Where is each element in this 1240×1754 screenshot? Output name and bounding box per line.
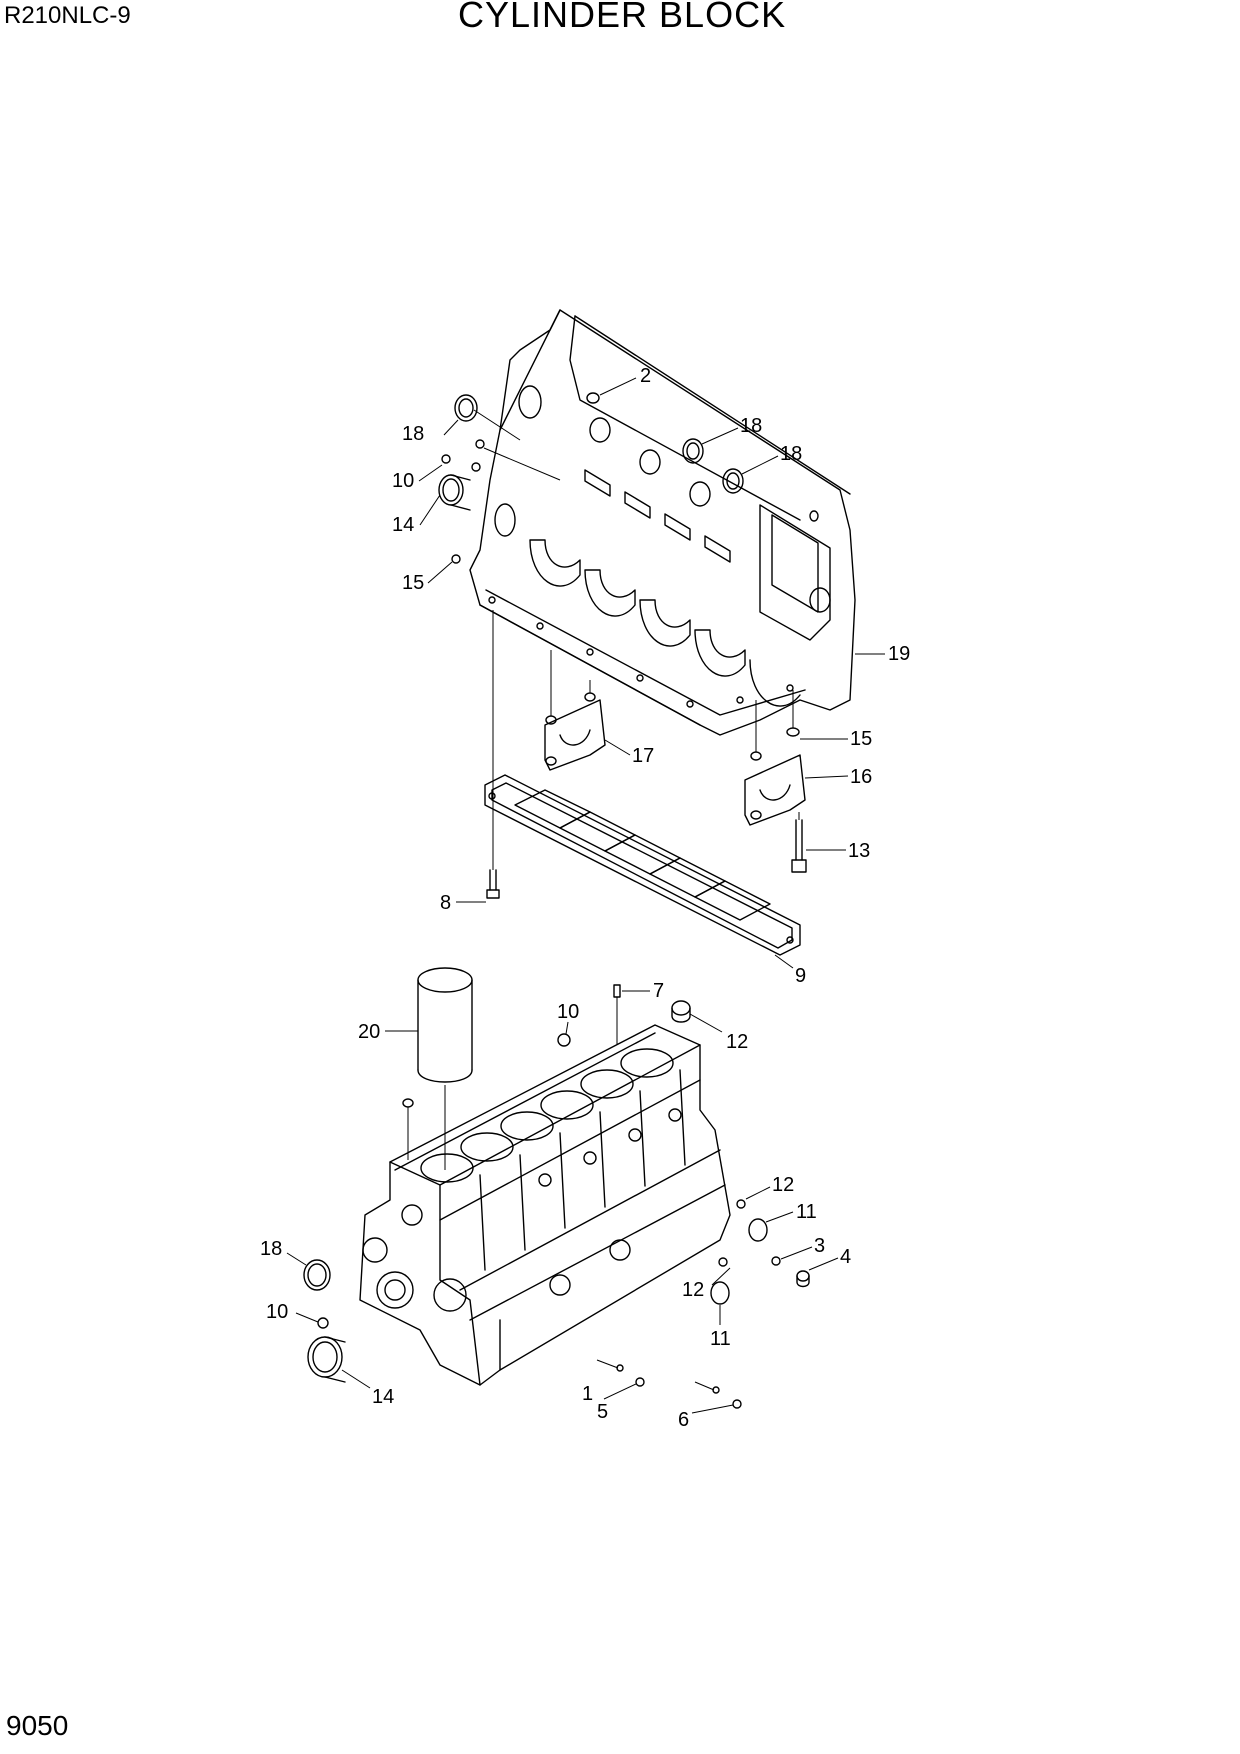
gasket-9 <box>484 774 801 956</box>
bolt-8 <box>486 610 500 899</box>
plug-10-mid <box>557 1033 571 1047</box>
o-ring-3 <box>771 1256 781 1266</box>
crankcase-frame <box>469 309 856 736</box>
callout-11: 11 <box>710 1328 731 1350</box>
callout-12: 12 <box>726 1031 748 1053</box>
callout-15: 15 <box>850 728 872 750</box>
callout-labels: 2 18 18 18 10 14 15 19 17 15 16 13 8 9 2… <box>260 365 910 1431</box>
callout-15: 15 <box>402 572 424 594</box>
plug-6 <box>732 1399 742 1409</box>
bolt-13 <box>791 812 807 873</box>
oil-seal-14-lower <box>307 1336 346 1383</box>
o-ring-18-mid <box>682 438 704 464</box>
callout-2: 2 <box>640 365 651 387</box>
callout-5: 5 <box>597 1401 608 1423</box>
callout-19: 19 <box>888 643 910 665</box>
plug-4 <box>796 1270 810 1288</box>
callout-18: 18 <box>740 415 762 437</box>
callout-14: 14 <box>372 1386 394 1408</box>
bearing-cap-17 <box>544 650 606 771</box>
callout-7: 7 <box>653 980 664 1002</box>
plug-15-top <box>451 554 461 564</box>
callout-17: 17 <box>632 745 654 767</box>
bearing-cap-16 <box>744 690 806 826</box>
plug-12-top <box>671 1000 691 1023</box>
callout-4: 4 <box>840 1246 851 1268</box>
leader-lines <box>286 377 885 1414</box>
callout-13: 13 <box>848 840 870 862</box>
plug-12-right <box>736 1199 746 1209</box>
callout-18: 18 <box>402 423 424 445</box>
page-number: 9050 <box>6 1710 69 1741</box>
plug-11-lower <box>710 1281 730 1305</box>
callout-12: 12 <box>772 1174 794 1196</box>
callout-10: 10 <box>392 470 414 492</box>
callout-6: 6 <box>678 1409 689 1431</box>
callout-10: 10 <box>557 1001 579 1023</box>
cylinder-liner-20 <box>417 967 473 1170</box>
callout-18: 18 <box>260 1238 282 1260</box>
cylinder-block <box>359 1024 731 1386</box>
dowel-pin <box>402 1098 414 1108</box>
callout-14: 14 <box>392 514 414 536</box>
callout-20: 20 <box>358 1021 380 1043</box>
callout-12: 12 <box>682 1279 704 1301</box>
o-ring-18-right <box>722 468 744 494</box>
callout-3: 3 <box>814 1235 825 1257</box>
callout-9: 9 <box>795 965 806 987</box>
plug-2 <box>586 392 600 404</box>
callout-8: 8 <box>440 892 451 914</box>
model-code: R210NLC-9 <box>4 2 131 29</box>
plug-5 <box>635 1377 645 1387</box>
plug-10-lower <box>317 1317 329 1329</box>
plug-12-lower <box>718 1257 728 1267</box>
plug-10-top <box>441 454 451 464</box>
pin-7 <box>613 984 621 1045</box>
callout-18: 18 <box>780 443 802 465</box>
o-ring-18-lower <box>303 1259 331 1291</box>
o-ring-18-left <box>454 394 478 422</box>
oil-seal-14-top <box>438 474 471 511</box>
plug-11-upper <box>748 1218 768 1242</box>
callout-16: 16 <box>850 766 872 788</box>
callout-10: 10 <box>266 1301 288 1323</box>
callout-1: 1 <box>582 1383 593 1405</box>
callout-11: 11 <box>796 1201 817 1223</box>
page-title: CYLINDER BLOCK <box>458 0 787 35</box>
